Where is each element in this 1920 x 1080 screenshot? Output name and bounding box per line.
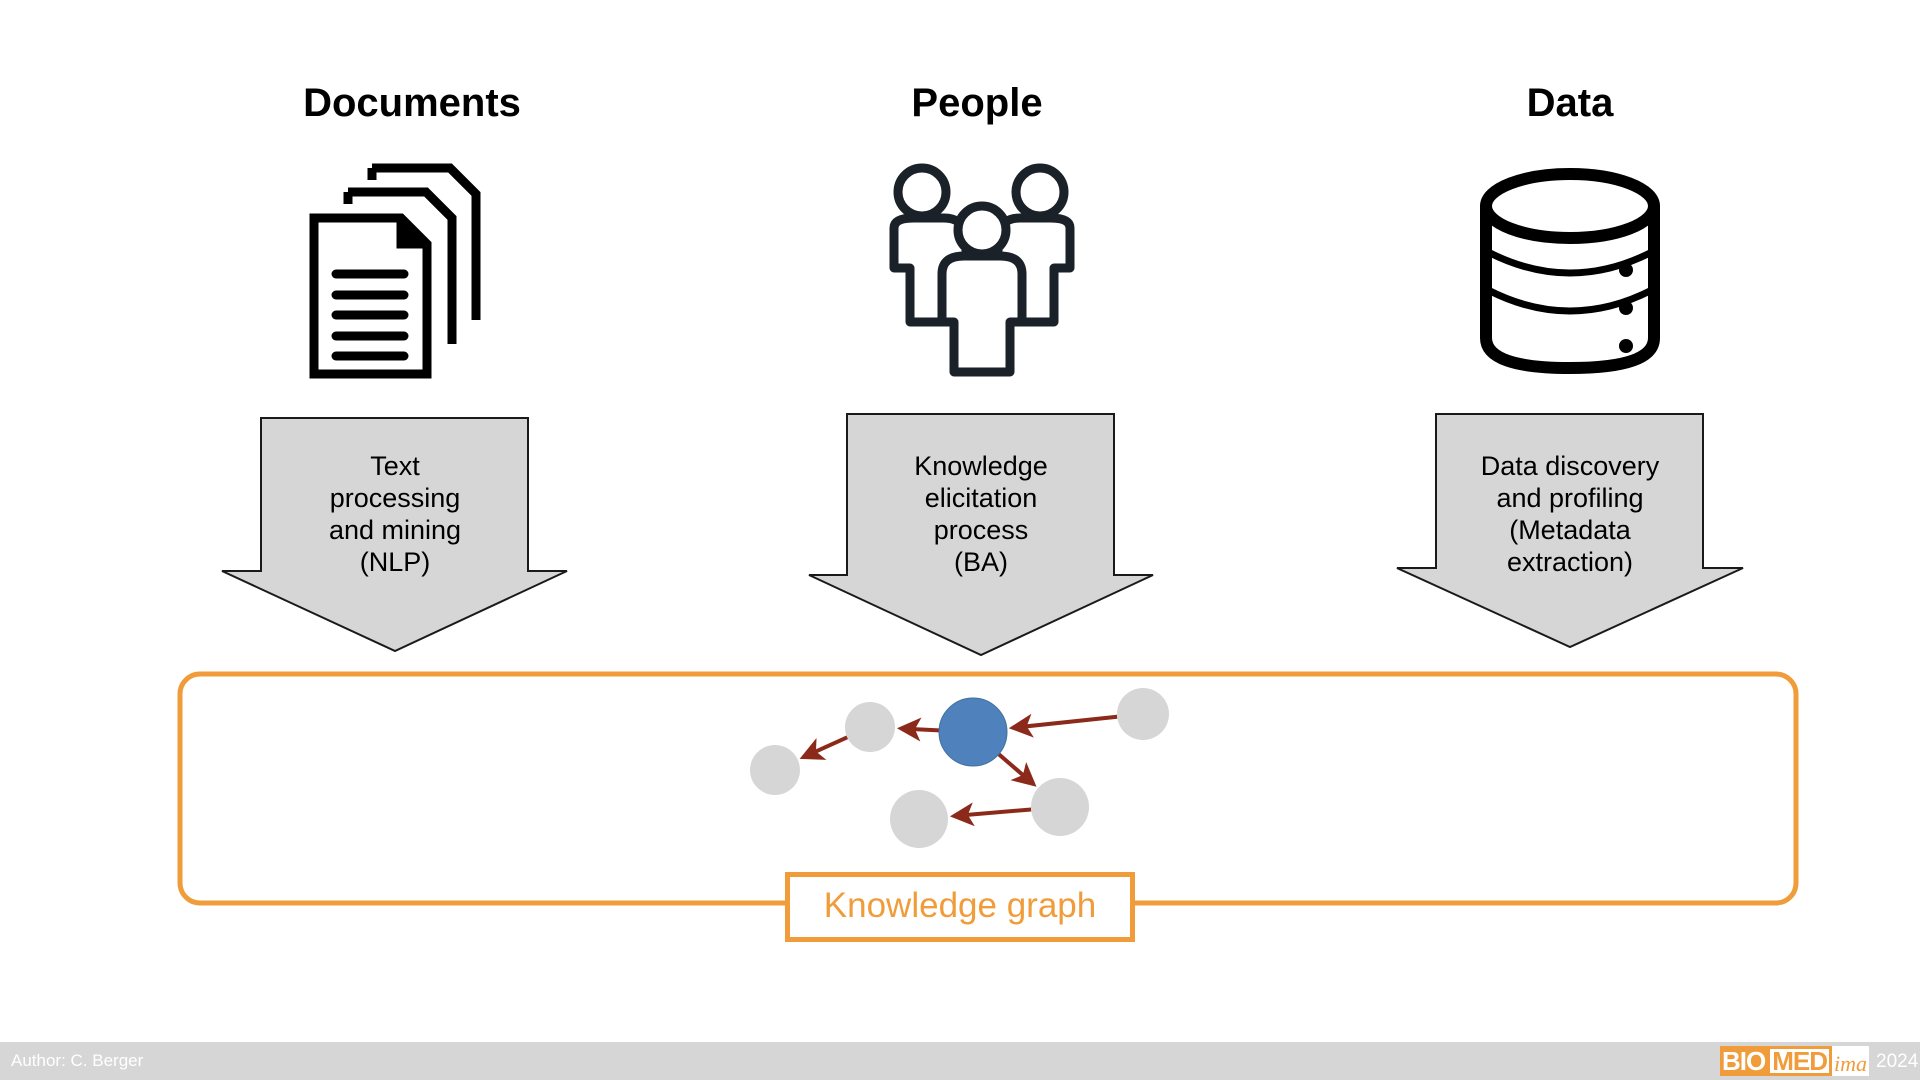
- heading-data: Data: [1526, 81, 1614, 125]
- graph-node-d: [1031, 778, 1089, 836]
- logo-part-bio: BIO: [1720, 1046, 1768, 1076]
- process-label-documents: Text processing and mining (NLP): [265, 450, 525, 578]
- graph-node-c: [1117, 688, 1169, 740]
- graph-node-b: [750, 745, 800, 795]
- graph-node-center: [938, 697, 1008, 767]
- logo-part-med: MED: [1767, 1046, 1833, 1076]
- people-group-icon: [889, 163, 1075, 377]
- graph-edge-c-to-center: [1008, 713, 1118, 738]
- graph-edge-center-to-a: [896, 717, 940, 742]
- graph-edge-a-to-b: [799, 735, 849, 760]
- diagram-canvas: [177, 413, 1799, 906]
- process-line: elicitation: [924, 483, 1038, 513]
- graph-node-a: [845, 702, 895, 752]
- author-text: Author: C. Berger: [11, 1051, 144, 1070]
- graph-edge-d-to-e: [949, 802, 1032, 827]
- process-label-data: Data discovery and profiling (Metadata e…: [1440, 450, 1700, 578]
- process-line: (NLP): [359, 547, 431, 577]
- heading-people: People: [911, 81, 1043, 125]
- heading-documents: Documents: [303, 81, 521, 125]
- process-line: extraction): [1506, 547, 1634, 577]
- logo-part-ima: ima: [1832, 1046, 1870, 1076]
- documents-icon: [309, 163, 481, 379]
- process-line: Knowledge: [914, 451, 1048, 481]
- footer-bar: Author: C. Berger BIO MED ima 2024: [0, 1042, 1920, 1080]
- process-arrow-people: [808, 413, 1154, 657]
- process-arrow-data: [1396, 413, 1744, 649]
- process-label-people: Knowledge elicitation process (BA): [851, 450, 1111, 578]
- process-line: (BA): [954, 547, 1008, 577]
- process-line: processing: [329, 483, 461, 513]
- biomedima-logo: BIO MED ima: [1720, 1046, 1870, 1076]
- graph-edge-center-to-d: [997, 752, 1037, 787]
- process-line: (Metadata: [1509, 515, 1631, 545]
- process-line: process: [933, 515, 1029, 545]
- process-line: and profiling: [1496, 483, 1644, 513]
- knowledge-graph-label: Knowledge graph: [785, 872, 1135, 942]
- process-line: Data discovery: [1480, 451, 1660, 481]
- process-arrow-documents: [221, 417, 568, 653]
- graph-node-e: [890, 790, 948, 848]
- year-text: 2024: [1876, 1051, 1919, 1072]
- process-line: and mining: [328, 515, 462, 545]
- database-icon: [1480, 168, 1660, 375]
- process-line: Text: [370, 451, 420, 481]
